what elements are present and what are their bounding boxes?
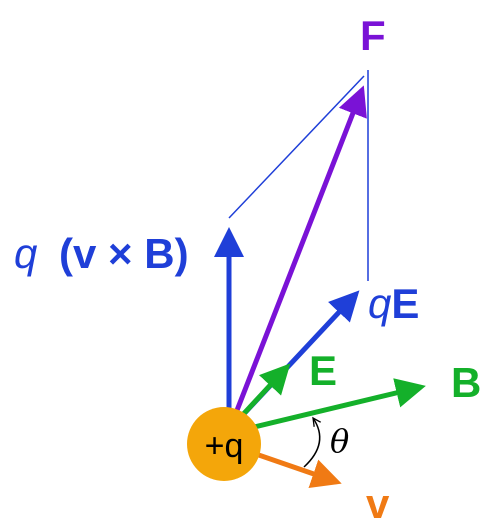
magnetic-force-label-q: q bbox=[14, 230, 38, 277]
angle-arc bbox=[303, 418, 320, 468]
charge-label: +q bbox=[205, 427, 244, 465]
guide-line-left bbox=[228, 75, 365, 219]
electric-field-arrow bbox=[236, 363, 291, 422]
velocity-label: v bbox=[366, 480, 390, 527]
magnetic-force-label: q (v × B) bbox=[14, 230, 189, 277]
force-label: F bbox=[360, 12, 386, 59]
electric-force-label-E: E bbox=[391, 280, 419, 327]
electric-force-label-q: q bbox=[368, 280, 392, 327]
electric-field-label: E bbox=[309, 347, 337, 394]
magnetic-field-label: B bbox=[451, 359, 481, 406]
magnetic-force-label-rest: (v × B) bbox=[59, 230, 189, 277]
electric-force-label: qE bbox=[368, 280, 419, 327]
velocity-arrow bbox=[249, 449, 342, 489]
magnetic-field-arrow bbox=[249, 378, 426, 431]
charge-circle bbox=[187, 407, 261, 481]
net-force-arrow bbox=[231, 85, 367, 419]
angle-label: θ bbox=[330, 422, 349, 460]
